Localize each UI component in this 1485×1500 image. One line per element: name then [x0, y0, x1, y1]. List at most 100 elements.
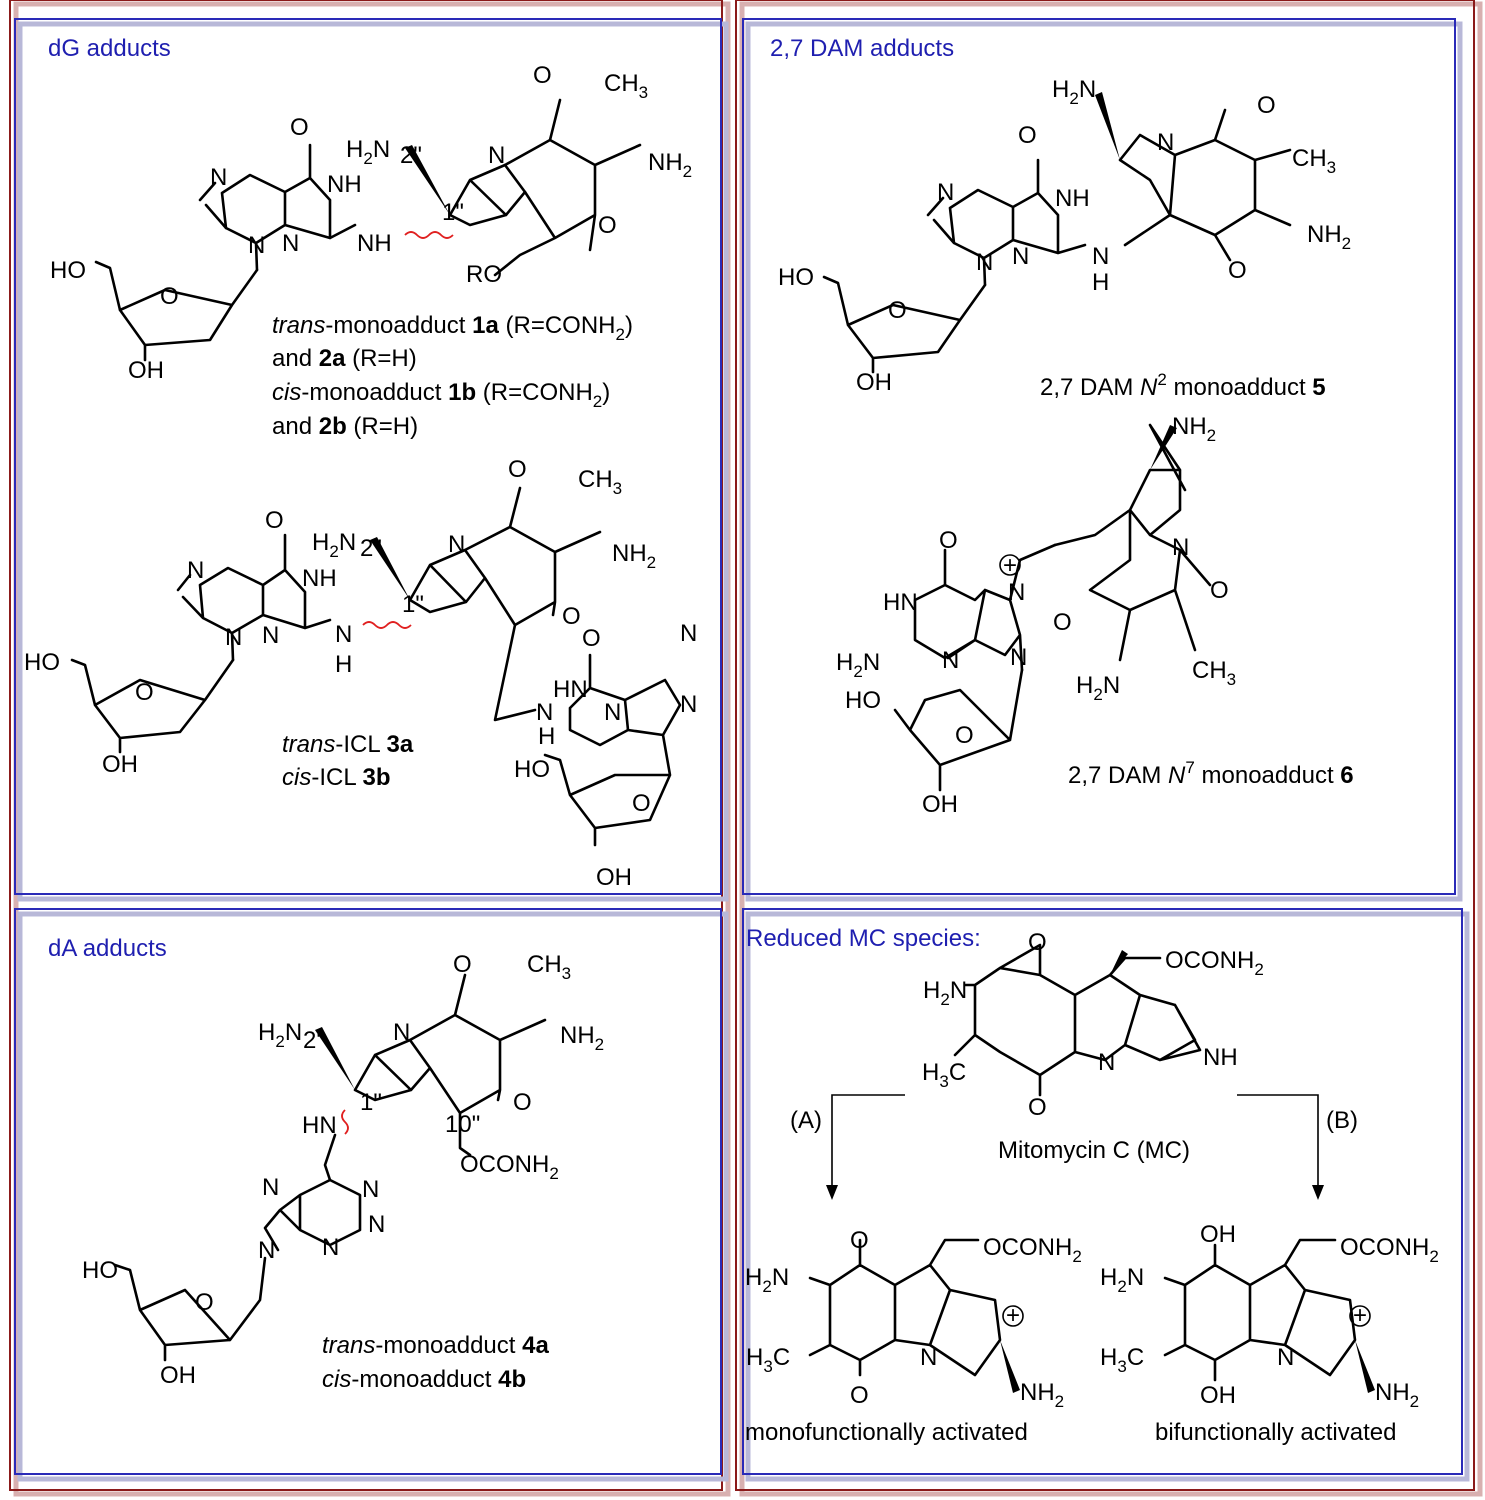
dg-panel-box: [14, 18, 722, 895]
mitomycin-c-structure: [953, 943, 1202, 1097]
position-label: 2": [400, 142, 422, 169]
atom-label: N: [248, 232, 265, 259]
caption-adduct-1a: trans-monoadduct 1a (R=CONH2): [272, 312, 633, 344]
atom-label: O: [632, 790, 651, 817]
mitomycin-c-atoms: O OCONH2 H2N H3C N NH O: [922, 929, 1264, 1121]
atom-label: O: [1210, 577, 1229, 604]
atom-label: OCONH2: [460, 1151, 559, 1183]
atom-label: N: [225, 624, 242, 651]
sugar-ch2: [94, 260, 122, 312]
atom-label: NH: [327, 171, 362, 198]
arrow-b-head: [1312, 1185, 1324, 1200]
atom-label: N: [680, 691, 697, 718]
da-atoms: H2N 2" 1" N O CH3 NH2 O 10" OCONH2 HN N …: [82, 951, 604, 1389]
atom-label: O: [562, 603, 581, 630]
mono-activated-atoms: + O OCONH2 H2N H3C N O NH2: [745, 1227, 1082, 1411]
atom-label: N: [335, 621, 352, 648]
atom-label: O: [135, 679, 154, 706]
atom-label: N: [1010, 644, 1027, 671]
atom-label: O: [939, 527, 958, 554]
dg-panel-title: dG adducts: [48, 35, 171, 62]
path-b-label: (B): [1326, 1107, 1358, 1134]
atom-label: N: [1092, 243, 1109, 270]
atom-label: H2N: [923, 977, 967, 1009]
dam-n2-atoms: N O NH N N N H HO O OH H2N N O CH3 NH2 O: [778, 76, 1351, 396]
atom-label: O: [290, 114, 309, 141]
atom-label: O: [533, 62, 552, 89]
caption-adduct-2b: and 2b (R=H): [272, 413, 418, 440]
dg-monoadduct-structure: [94, 98, 642, 362]
dg-monoadduct-atoms: N O NH N N NH HO O OH H2N 2" 1" N O CH3 …: [50, 62, 692, 384]
atom-label: OCONH2: [1165, 947, 1264, 979]
mono-charge-circle: [1002, 1305, 1024, 1327]
bi-bonds: [1163, 1238, 1357, 1382]
atom-label: NH2: [1375, 1379, 1419, 1411]
atom-label: H2N: [1052, 76, 1096, 108]
guanine-bonds: [220, 143, 357, 272]
bi-charge-circle: [1349, 1305, 1371, 1327]
atom-label: CH3: [527, 951, 571, 983]
atom-label: O: [1028, 1094, 1047, 1121]
dam-panel-title: 2,7 DAM adducts: [770, 35, 954, 62]
atom-label: H2N: [745, 1264, 789, 1296]
guanine-bonds: [926, 158, 1087, 287]
position-label: 1": [442, 199, 464, 226]
atom-label: N: [393, 1019, 410, 1046]
icl-structure: [70, 486, 682, 847]
atom-label: O: [1053, 609, 1072, 636]
imidazole-bonds: [198, 181, 228, 230]
atom-label: N: [368, 1211, 385, 1238]
linkage-wavy-bond: [404, 231, 454, 239]
atom-label: CH3: [1192, 657, 1236, 689]
atom-label: O: [955, 722, 974, 749]
atom-label: O: [1228, 257, 1247, 284]
arrow-a-line: [831, 1094, 905, 1190]
atom-label: N: [920, 1344, 937, 1371]
atom-label: HN: [553, 676, 588, 703]
reaction-arrows: [826, 1094, 1324, 1200]
path-a-label: (A): [790, 1107, 822, 1134]
mc-panel-box: [742, 908, 1463, 1475]
charge-label: +: [1006, 1302, 1020, 1329]
atom-label: O: [598, 212, 617, 239]
atom-label: CH3: [578, 466, 622, 498]
atom-label: N: [604, 699, 621, 726]
da-structure: [113, 973, 547, 1362]
atom-label: N: [937, 179, 954, 206]
atom-label: NH2: [648, 149, 692, 181]
atom-label: NH2: [1307, 221, 1351, 253]
atom-label: O: [850, 1382, 869, 1409]
dam-panel-box: [742, 18, 1456, 895]
atom-label: RO: [466, 261, 502, 288]
amine-wedge: [370, 537, 410, 600]
atom-label: NH: [1203, 1044, 1238, 1071]
atom-label: N: [282, 230, 299, 257]
atom-label: NH2: [560, 1022, 604, 1054]
sugar-ring: [118, 268, 259, 347]
dam-n7-structure: [893, 423, 1212, 792]
caption-icl-3b: cis-ICL 3b: [282, 764, 390, 791]
caption-dam-n7: 2,7 DAM N7 monoadduct 6: [1068, 758, 1354, 789]
red-frame-right: [735, 0, 1475, 1491]
dam-n7-atoms: + O HN N N N H2N HO O OH NH2 N O O H2N C…: [836, 413, 1236, 818]
mono-wedge: [1000, 1340, 1020, 1393]
position-label: 2": [360, 535, 382, 562]
atom-label: NH2: [1020, 1379, 1064, 1411]
mono-activated-label: monofunctionally activated: [745, 1419, 1028, 1446]
atom-label: N: [976, 249, 993, 276]
atom-label: O: [1028, 929, 1047, 956]
dam-box-shadow: [745, 21, 1463, 902]
atom-label: O: [265, 507, 284, 534]
atom-label: OCONH2: [1340, 1234, 1439, 1266]
sugar-bonds: [822, 275, 987, 374]
atom-label: OH: [1200, 1382, 1236, 1409]
atom-label: N: [1098, 1049, 1115, 1076]
atom-label: HO: [778, 264, 814, 291]
atom-label: H3C: [746, 1344, 790, 1376]
bi-activated-label: bifunctionally activated: [1155, 1419, 1396, 1446]
atom-label: N: [448, 531, 465, 558]
atom-label: O: [582, 625, 601, 652]
atom-label: O: [850, 1227, 869, 1254]
da-box-shadow: [17, 911, 729, 1482]
caption-da-4b: cis-monoadduct 4b: [322, 1366, 526, 1393]
